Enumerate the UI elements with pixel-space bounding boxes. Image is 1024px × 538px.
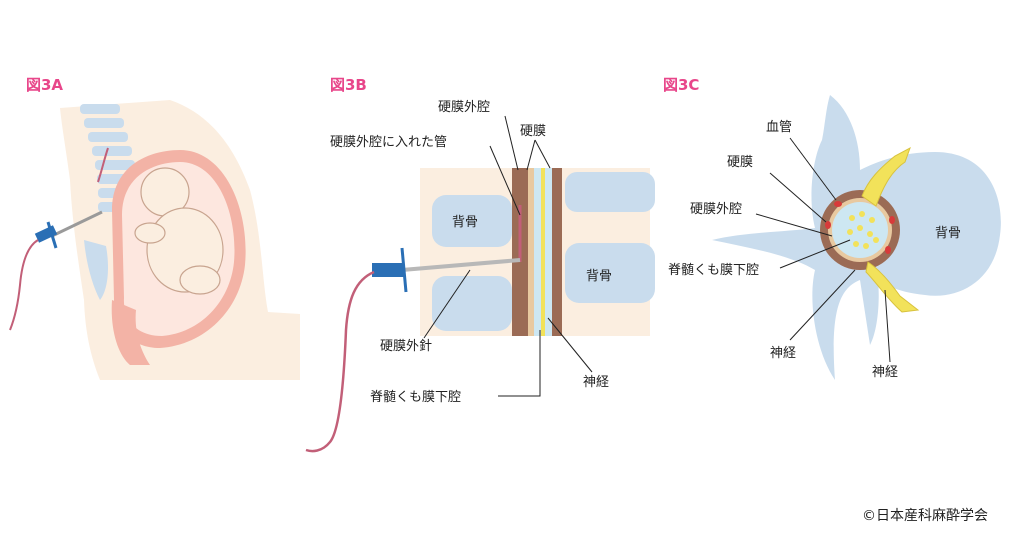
figure-3c-title: 図3C [663,76,699,94]
figure-3a: 図3A [9,76,300,380]
blood-vessels [825,201,895,254]
dura-layer [528,168,534,336]
figure-3a-title: 図3A [26,76,63,94]
catheter-tube [9,239,39,331]
label-nerve-c-right: 神経 [872,365,898,380]
vertebra-upper [432,195,512,247]
nerve-roots-dots [847,211,879,249]
leader-lines-c [755,137,891,363]
figure-3b-title: 図3B [330,76,367,94]
needle-wing [46,221,58,249]
label-subarachnoid-c: 脊髄くも膜下腔 [668,263,759,278]
label-nerve-b: 神経 [583,375,609,390]
label-vertebra-b1: 背骨 [452,215,478,230]
label-dura-c: 硬膜 [727,155,753,170]
fetus [134,167,224,295]
epidural-needle-b [401,258,521,272]
label-vertebra-b2: 背骨 [586,269,612,284]
epidural-needle [51,210,103,238]
figure-3c: 図3C 血管 硬膜 硬 [663,76,1001,380]
label-dura-b: 硬膜 [520,124,546,139]
vertebra-lower [432,276,512,331]
vertebra-right-upper [565,172,655,212]
label-catheter-b: 硬膜外腔に入れた管 [330,135,447,150]
label-nerve-c-left: 神経 [770,346,796,361]
figure-3b: 図3B 硬膜外腔 硬膜 硬膜外腔に入れた管 [305,76,655,453]
label-vertebra-c: 背骨 [935,226,961,241]
catheter-tube-b [305,270,375,453]
label-epidural-space-b: 硬膜外腔 [438,100,490,115]
birth-canal [111,300,150,365]
posterior-layer [552,168,562,336]
label-epidural-space-c: 硬膜外腔 [690,202,742,217]
label-needle-b: 硬膜外針 [380,339,432,354]
label-vessel-c: 血管 [766,120,792,135]
nerve-upper [861,146,911,207]
needle-wing-b [400,247,408,293]
epidural-catheter [97,147,109,183]
nerve-lower [865,261,920,313]
copyright-notice: ©日本産科麻酔学会 [862,508,988,524]
label-subarachnoid-b: 脊髄くも膜下腔 [370,390,461,405]
needle-hub-b [372,263,404,277]
leader-lines-b [423,115,593,397]
vertebra-right-lower [565,243,655,303]
